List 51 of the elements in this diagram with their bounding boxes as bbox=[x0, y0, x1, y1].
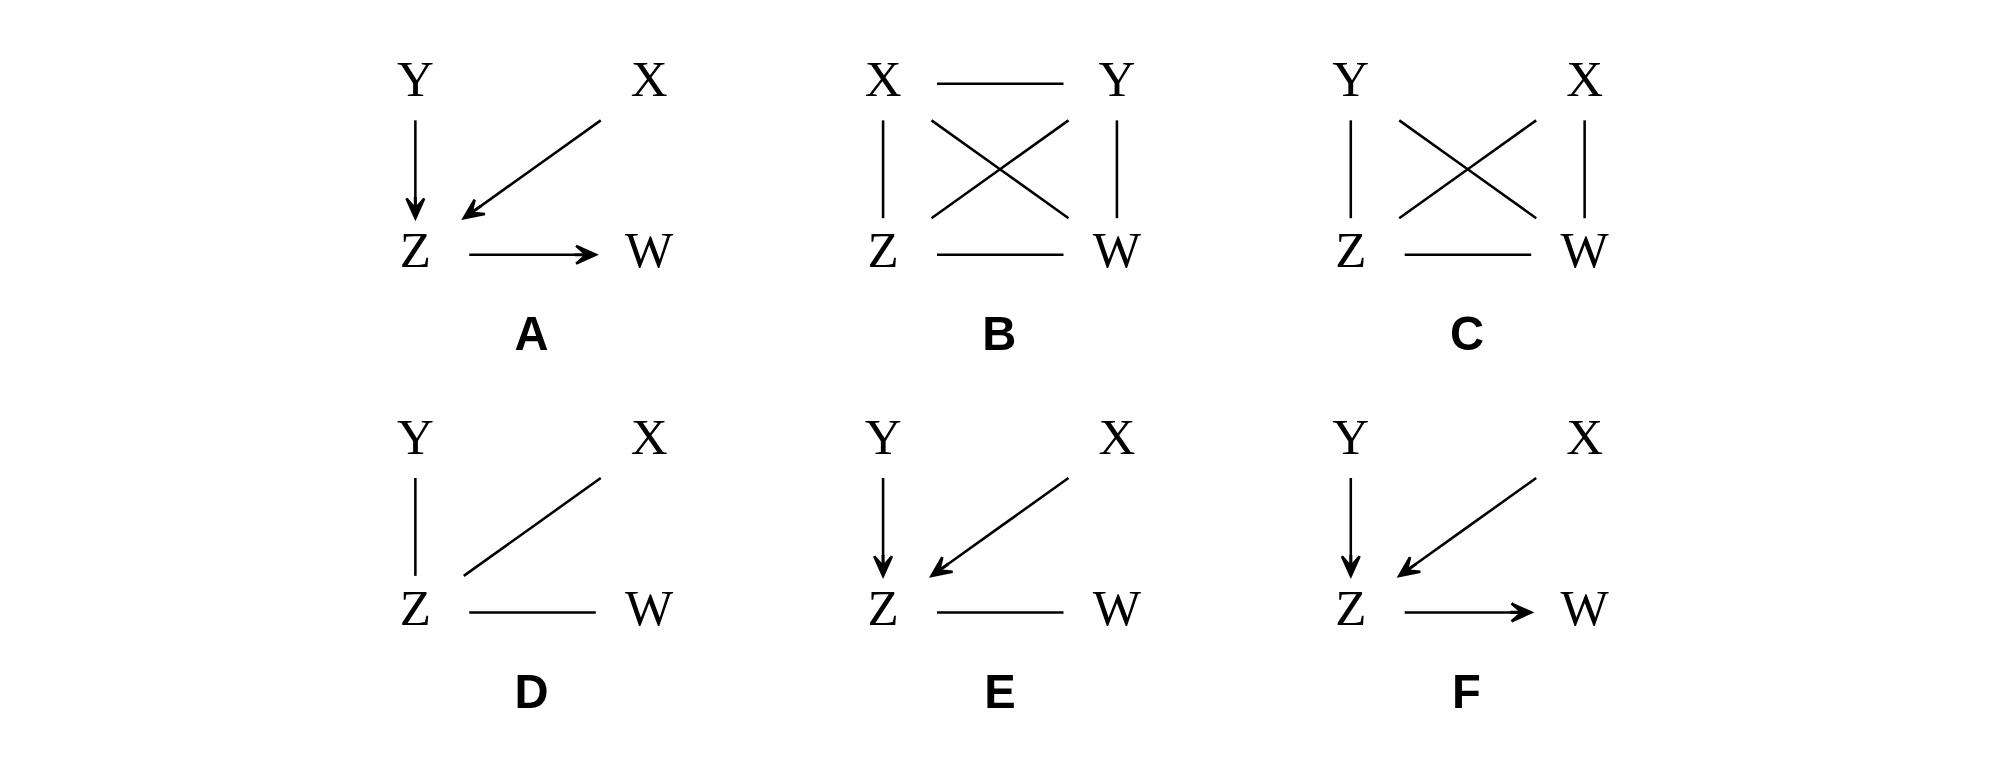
label: E bbox=[984, 665, 1016, 719]
arrow bbox=[1340, 478, 1361, 578]
node-text: Y bbox=[396, 407, 434, 465]
node-text: Z bbox=[867, 221, 899, 279]
connector bbox=[937, 253, 1064, 257]
node-text: W bbox=[1092, 578, 1142, 636]
node-text: X bbox=[864, 50, 902, 108]
connector bbox=[1398, 119, 1537, 220]
connector bbox=[937, 82, 1064, 86]
node-text: X bbox=[1566, 407, 1604, 465]
connector bbox=[1115, 120, 1119, 219]
node-text: Y bbox=[396, 50, 434, 108]
node-text: X bbox=[1098, 407, 1136, 465]
node-text: Z bbox=[399, 578, 431, 636]
connector bbox=[1583, 120, 1586, 219]
node-text: Y bbox=[1098, 50, 1136, 108]
arrow bbox=[930, 476, 1070, 578]
node-text: Y bbox=[1332, 50, 1370, 108]
label: C bbox=[1450, 307, 1485, 361]
node-text: Y bbox=[864, 407, 902, 465]
node-text: X bbox=[1566, 50, 1604, 108]
arrow bbox=[1397, 476, 1537, 578]
node-text: W bbox=[625, 578, 674, 636]
connector bbox=[937, 611, 1064, 614]
arrow bbox=[1404, 602, 1533, 623]
node-text: X bbox=[630, 50, 668, 108]
node-text: W bbox=[1560, 221, 1609, 279]
arrow bbox=[462, 119, 602, 220]
connector bbox=[1349, 120, 1353, 219]
arrow bbox=[872, 478, 894, 578]
connector bbox=[469, 611, 596, 614]
node-text: W bbox=[625, 221, 674, 279]
connector bbox=[930, 119, 1070, 220]
connector bbox=[463, 476, 602, 577]
connector bbox=[1404, 253, 1532, 257]
connector bbox=[414, 478, 417, 576]
node-text: W bbox=[1560, 578, 1609, 636]
arrow bbox=[469, 244, 598, 265]
label: F bbox=[1451, 665, 1481, 719]
node-text: Z bbox=[1335, 221, 1367, 279]
node-text: Z bbox=[1335, 578, 1367, 636]
node-text: W bbox=[1092, 221, 1142, 279]
label: A bbox=[514, 307, 549, 361]
label: B bbox=[982, 307, 1017, 361]
node-text: X bbox=[630, 407, 668, 465]
node-text: Z bbox=[399, 221, 431, 279]
node-text: Z bbox=[867, 578, 899, 636]
label: D bbox=[514, 665, 549, 719]
arrow bbox=[405, 120, 426, 220]
connector bbox=[881, 120, 885, 219]
node-text: Y bbox=[1332, 407, 1370, 465]
